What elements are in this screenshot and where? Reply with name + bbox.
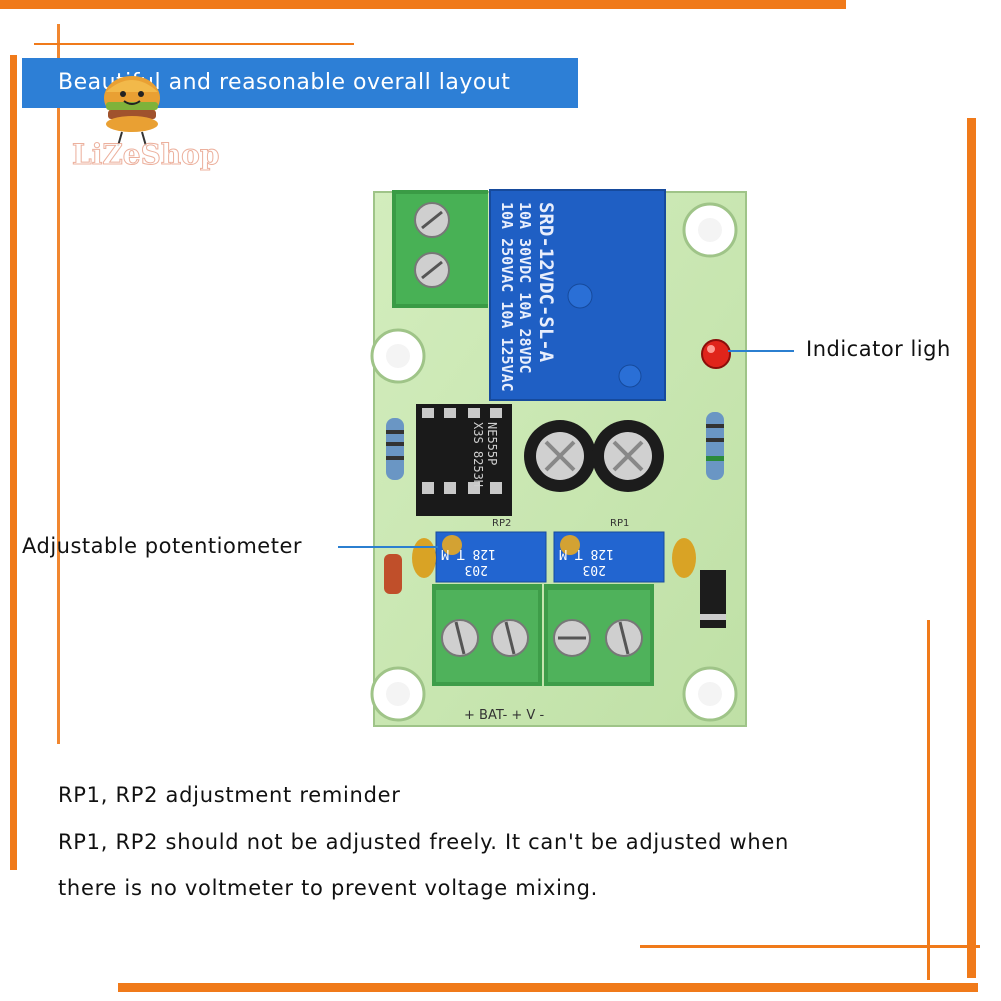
pot1-text-2: 128 T M bbox=[559, 546, 614, 561]
pot2-text-1: 203 bbox=[465, 562, 488, 577]
relay-text-3: SRD-12VDC-SL-A bbox=[535, 202, 557, 363]
potentiometer-leader-line bbox=[338, 546, 438, 548]
silk-rp1: RP1 bbox=[610, 518, 629, 529]
indicator-leader-line bbox=[728, 350, 794, 352]
shop-logo-text: LiZeShop bbox=[71, 138, 220, 172]
relay-text-1: 10A 250VAC 10A 125VAC bbox=[498, 202, 516, 392]
left-inner-bar bbox=[57, 24, 60, 744]
bottom-thin-line bbox=[640, 945, 980, 948]
potentiometer-label: Adjustable potentiometer bbox=[22, 534, 302, 558]
silk-rp2: RP2 bbox=[492, 518, 511, 529]
note-heading: RP1, RP2 adjustment reminder bbox=[58, 783, 401, 807]
left-frame-bar bbox=[10, 55, 17, 870]
pcb-board-photo: 10A 250VAC 10A 125VAC 10A 30VDC 10A 28VD… bbox=[370, 189, 747, 727]
ic-text-1: NE555P bbox=[485, 422, 499, 465]
silk-bottom: + BAT- + V - bbox=[464, 708, 544, 723]
top-thin-line bbox=[34, 43, 354, 45]
right-inner-bar bbox=[927, 620, 930, 980]
ic-text-2: X3S 8253H bbox=[471, 422, 485, 487]
note-line-2: RP1, RP2 should not be adjusted freely. … bbox=[58, 830, 790, 854]
note-line-3: there is no voltmeter to prevent voltage… bbox=[58, 876, 599, 900]
bottom-frame-bar bbox=[118, 983, 978, 992]
pot1-text-1: 203 bbox=[583, 562, 606, 577]
right-frame-bar bbox=[967, 118, 976, 978]
pot2-text-2: 128 T M bbox=[441, 546, 496, 561]
relay-text-2: 10A 30VDC 10A 28VDC bbox=[516, 202, 534, 374]
indicator-label: Indicator ligh bbox=[806, 337, 951, 361]
burger-mascot-logo bbox=[104, 76, 160, 147]
top-frame-bar bbox=[0, 0, 846, 9]
